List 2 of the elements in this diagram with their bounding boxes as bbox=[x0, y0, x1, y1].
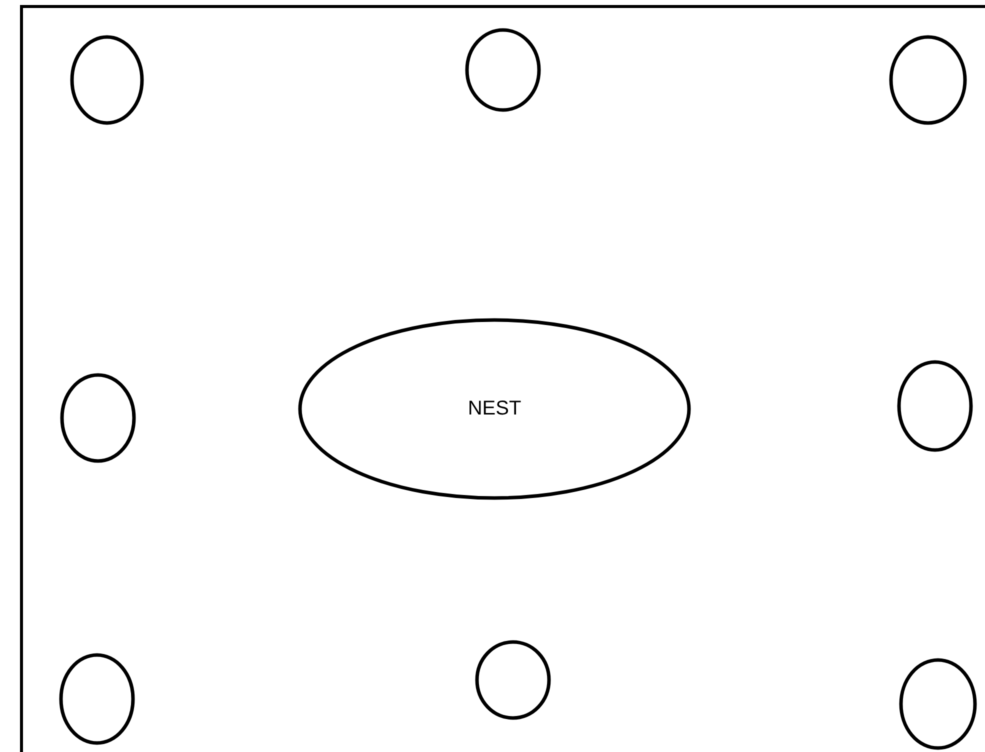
frame-border bbox=[20, 5, 985, 752]
node-label: NEST bbox=[466, 398, 522, 420]
